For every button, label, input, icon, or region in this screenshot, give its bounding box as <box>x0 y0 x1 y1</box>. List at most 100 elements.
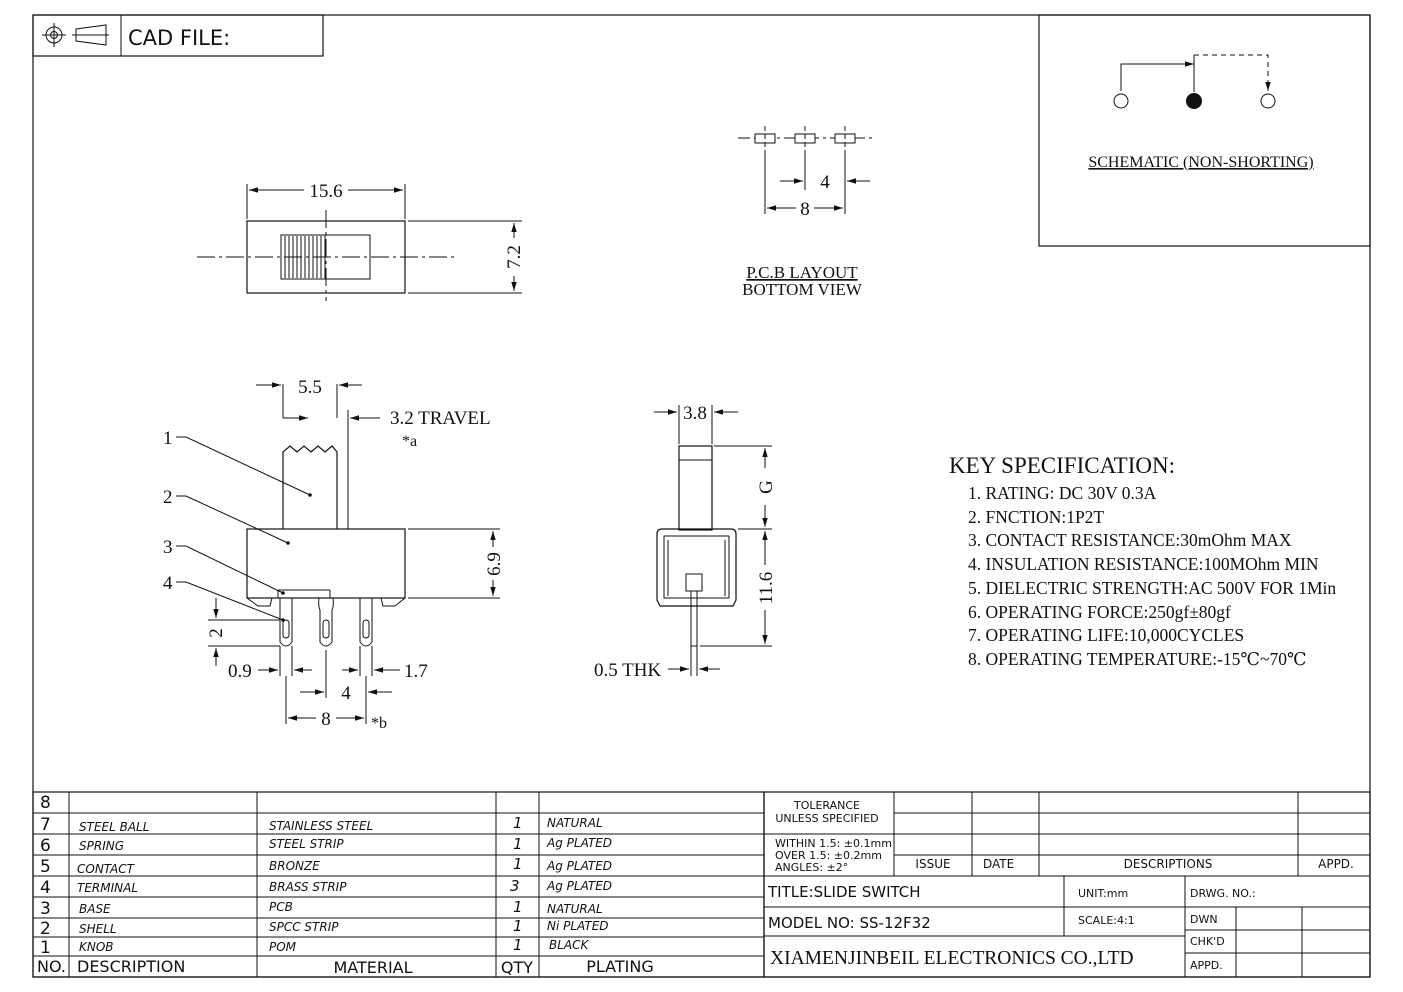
projection-symbol-icon <box>42 23 109 47</box>
top-width-dim: 15.6 <box>309 181 342 202</box>
spec-item: 2. FNCTION:1P2T <box>968 507 1104 527</box>
bom-description: CONTACT <box>77 862 136 876</box>
bom-plating: Ag PLATED <box>546 879 612 893</box>
bom-no: 1 <box>40 938 51 958</box>
bom-material: SPCC STRIP <box>269 920 339 934</box>
tolerance-angles: ANGLES: ±2° <box>775 861 848 874</box>
terminal-pin <box>318 597 334 647</box>
spec-item: 6. OPERATING FORCE:250gf±80gf <box>968 602 1231 622</box>
spec-item: 3. CONTACT RESISTANCE:30mOhm MAX <box>968 530 1292 550</box>
note-a: *a <box>402 433 417 450</box>
cad-file-label: CAD FILE: <box>128 26 230 50</box>
unit-label: UNIT:mm <box>1078 887 1128 900</box>
spec-item: 7. OPERATING LIFE:10,000CYCLES <box>968 625 1244 645</box>
bom-qty: 1 <box>513 835 523 853</box>
body-height-dim: 6.9 <box>484 552 505 576</box>
top-view: 15.6 7.2 <box>197 181 525 301</box>
tolerance-line2: UNLESS SPECIFIED <box>775 812 878 825</box>
spec-item: 1. RATING: DC 30V 0.3A <box>968 483 1157 503</box>
pcb-pitch-dim: 4 <box>820 172 830 193</box>
bom-material: PCB <box>269 900 293 914</box>
bom-no: 8 <box>40 793 51 813</box>
bom-material: POM <box>269 940 297 954</box>
bom-table: 8 7 STEEL BALL STAINLESS STEEL 1 NATURAL… <box>32 791 765 978</box>
pin-length-dim: 2 <box>206 628 227 638</box>
key-specification: KEY SPECIFICATION: 1. RATING: DC 30V 0.3… <box>949 453 1336 669</box>
schematic-terminal-left-icon <box>1113 93 1129 109</box>
bom-qty: 1 <box>513 917 523 935</box>
issue-label: ISSUE <box>915 857 950 871</box>
bom-description: STEEL BALL <box>79 820 149 834</box>
bom-material: STEEL STRIP <box>269 837 344 851</box>
bom-qty: 1 <box>513 898 523 916</box>
schematic-terminal-right-icon <box>1260 93 1276 109</box>
callout-1: 1 <box>163 428 173 449</box>
schematic-terminal-common-icon <box>1186 93 1202 109</box>
callout-2: 2 <box>163 487 173 508</box>
scale-label: SCALE:4:1 <box>1078 914 1135 927</box>
tolerance-within: WITHIN 1.5: ±0.1mm <box>775 837 892 850</box>
bom-header-plating: PLATING <box>586 957 654 976</box>
bom-no: 3 <box>40 899 51 919</box>
bom-header-material: MATERIAL <box>333 958 412 977</box>
drwg-no-label: DRWG. NO.: <box>1190 887 1256 900</box>
bom-description: BASE <box>79 902 111 916</box>
bom-qty: 1 <box>513 814 523 832</box>
bom-plating: BLACK <box>549 938 590 952</box>
spec-item: 4. INSULATION RESISTANCE:100MOhm MIN <box>968 554 1319 574</box>
bom-no: 2 <box>40 919 51 939</box>
descriptions-label: DESCRIPTIONS <box>1124 857 1213 871</box>
bom-plating: NATURAL <box>547 902 603 916</box>
bom-material: BRONZE <box>269 859 320 873</box>
tolerance-line1: TOLERANCE <box>793 799 860 812</box>
bom-qty: 1 <box>513 936 523 954</box>
side-g-dim: G <box>756 480 777 494</box>
bom-qty: 3 <box>510 877 520 895</box>
front-view: 5.5 3.2 TRAVEL *a 6.9 <box>163 377 505 732</box>
note-b: *b <box>371 715 387 732</box>
pcb-span-dim: 8 <box>800 199 810 220</box>
bom-header-qty: QTY <box>501 958 533 977</box>
model-label: MODEL NO: SS-12F32 <box>768 914 931 932</box>
title-label: TITLE:SLIDE SWITCH <box>767 883 921 901</box>
side-view: 3.8 G 11.6 0.5 THK <box>594 403 777 681</box>
appd-label: APPD. <box>1318 857 1354 871</box>
date-label: DATE <box>983 857 1014 871</box>
bom-description: KNOB <box>79 940 114 954</box>
spec-item: 5. DIELECTRIC STRENGTH:AC 500V FOR 1Min <box>968 578 1336 598</box>
company-name: XIAMENJINBEIL ELECTRONICS CO.,LTD <box>770 948 1134 969</box>
pin-gap-dim: 1.7 <box>404 661 428 682</box>
terminal-pin <box>359 598 373 647</box>
spec-heading: KEY SPECIFICATION: <box>949 453 1175 478</box>
knob-width-dim: 5.5 <box>298 377 322 398</box>
schematic-title: SCHEMATIC (NON-SHORTING) <box>1088 154 1313 171</box>
bom-header-description: DESCRIPTION <box>77 957 185 976</box>
chkd-label: CHK'D <box>1190 935 1225 948</box>
appd2-label: APPD. <box>1190 959 1223 972</box>
bom-no: 6 <box>40 836 51 856</box>
bom-plating: NATURAL <box>547 816 603 830</box>
bom-qty: 1 <box>513 855 523 873</box>
title-block: TOLERANCE UNLESS SPECIFIED WITHIN 1.5: ±… <box>763 791 1371 978</box>
side-thickness-label: 0.5 THK <box>594 660 661 681</box>
top-height-dim: 7.2 <box>504 245 525 269</box>
spec-item: 8. OPERATING TEMPERATURE:-15℃~70℃ <box>968 649 1307 669</box>
bom-material: BRASS STRIP <box>269 880 347 894</box>
dwn-label: DWN <box>1190 913 1218 926</box>
bom-description: TERMINAL <box>77 881 138 895</box>
tolerance-over: OVER 1.5: ±0.2mm <box>775 849 882 862</box>
bom-header-no: NO. <box>37 957 66 976</box>
pcb-title-line1: P.C.B LAYOUT <box>746 263 858 282</box>
pin-span-dim: 8 <box>321 709 331 730</box>
terminal-pin <box>279 598 293 647</box>
pin-width-dim: 0.9 <box>228 661 252 682</box>
bom-plating: Ag PLATED <box>546 836 612 850</box>
bom-material: STAINLESS STEEL <box>269 819 373 833</box>
bom-plating: Ag PLATED <box>546 859 612 873</box>
side-height-dim: 11.6 <box>756 572 777 605</box>
callout-4: 4 <box>163 573 173 594</box>
bom-description: SHELL <box>79 922 117 936</box>
bom-no: 4 <box>40 878 51 898</box>
pcb-layout: 4 8 P.C.B LAYOUT BOTTOM VIEW <box>738 126 872 299</box>
